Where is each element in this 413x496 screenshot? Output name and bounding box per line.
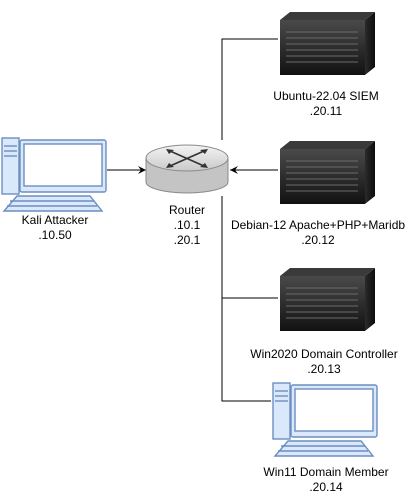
debian-server-icon[interactable] xyxy=(280,141,375,204)
ubuntu-name-label: Ubuntu-22.04 SIEM xyxy=(273,89,379,103)
win2020-ip-label: .20.13 xyxy=(307,362,341,376)
debian-ip-label: .20.12 xyxy=(301,233,335,247)
kali-name-label: Kali Attacker xyxy=(21,213,89,227)
router-icon[interactable] xyxy=(145,144,229,194)
router-ip2-label: .20.1 xyxy=(173,233,201,247)
connections xyxy=(107,38,278,402)
router-name-label: Router xyxy=(168,203,206,217)
win2020-server-icon[interactable] xyxy=(280,268,375,331)
router-ip1-label: .10.1 xyxy=(173,218,201,232)
ubuntu-ip-label: .20.11 xyxy=(309,104,343,118)
win11-name-label: Win11 Domain Member xyxy=(263,465,389,479)
ubuntu-server-icon[interactable] xyxy=(280,12,375,75)
kali-ip-label: .10.50 xyxy=(38,228,72,242)
kali-workstation-icon[interactable] xyxy=(1,137,107,212)
win2020-name-label: Win2020 Domain Controller xyxy=(250,347,398,361)
debian-name-label: Debian-12 Apache+PHP+Maridb xyxy=(230,218,406,232)
link-router-win11 xyxy=(221,298,271,402)
win11-ip-label: .20.14 xyxy=(309,480,343,494)
win11-workstation-icon[interactable] xyxy=(272,382,378,457)
link-router-ubuntu xyxy=(221,38,278,140)
